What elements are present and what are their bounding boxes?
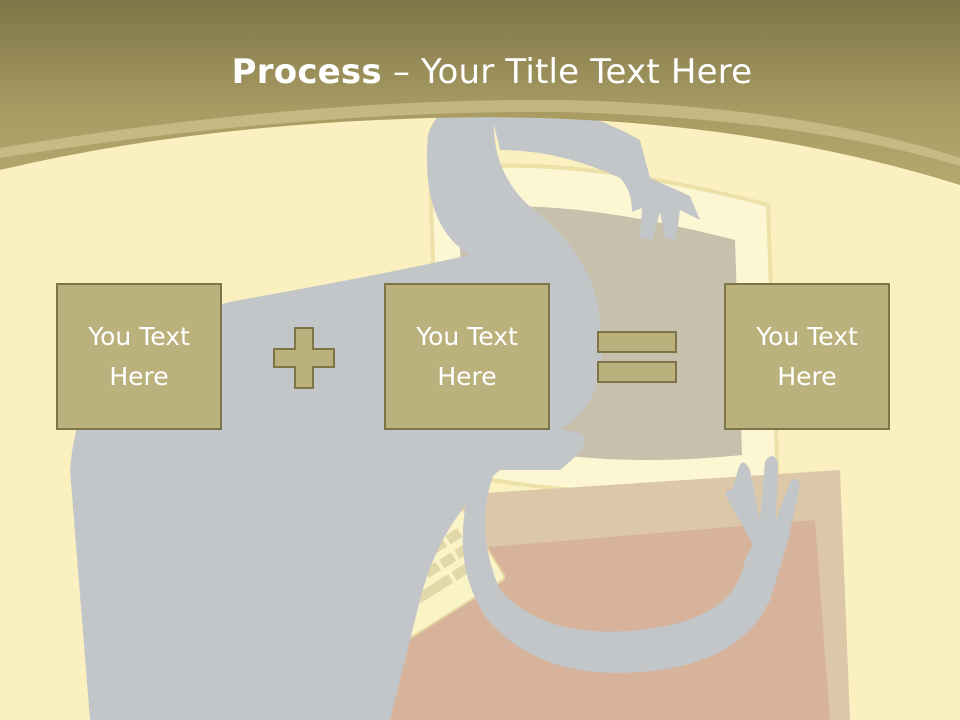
title-rest: Your Title Text Here: [421, 52, 753, 92]
process-box-3-text: You Text Here: [756, 321, 858, 391]
process-box-2-text: You Text Here: [416, 321, 518, 391]
plus-icon: [273, 327, 335, 389]
process-box-1-text: You Text Here: [88, 321, 190, 391]
equals-icon: [597, 331, 677, 383]
process-box-2[interactable]: You Text Here: [384, 283, 550, 430]
title-separator: –: [381, 52, 422, 92]
title-bold: Process: [231, 52, 382, 92]
slide-title: Process – Your Title Text Here: [0, 52, 960, 92]
process-box-3[interactable]: You Text Here: [724, 283, 890, 430]
process-box-1[interactable]: You Text Here: [56, 283, 222, 430]
